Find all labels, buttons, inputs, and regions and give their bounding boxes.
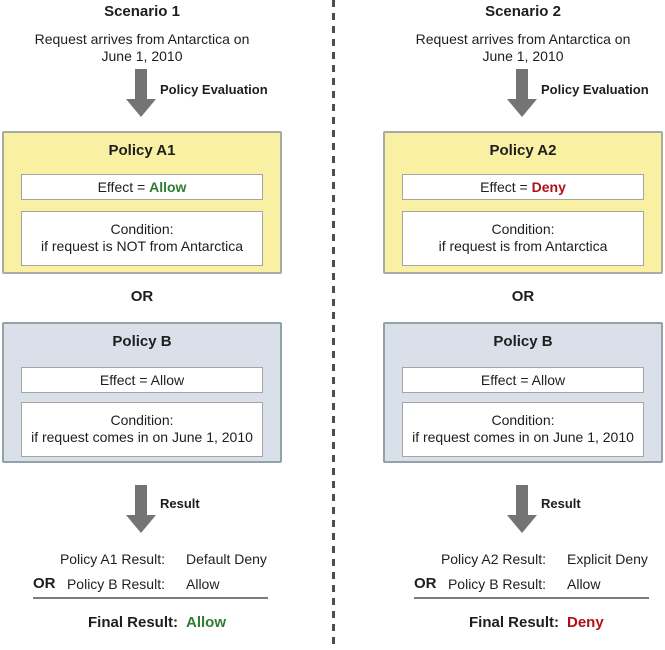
effect-prefix: Effect = — [480, 179, 532, 195]
policy-evaluation-arrow-group: Policy Evaluation — [383, 69, 663, 117]
policy-b-title: Policy B — [493, 333, 553, 350]
scenario-1-column: Scenario 1 Request arrives from Antarcti… — [2, 0, 282, 650]
result-row-value: Allow — [567, 576, 601, 592]
result-row-label: Policy A1 Result: — [59, 551, 165, 567]
policy-b-box: Policy B Effect = Allow Condition: if re… — [383, 322, 663, 463]
policy-b-result-row: OR Policy B Result: Allow — [383, 575, 663, 592]
scenario-title: Scenario 1 — [104, 3, 180, 20]
result-row-label: Policy A2 Result: — [440, 551, 546, 567]
policy-a1-effect-box: Effect = Allow — [21, 174, 263, 200]
condition-line-2: if request is from Antarctica — [438, 238, 608, 254]
final-result-label: Final Result: — [87, 614, 178, 631]
condition-line-1: Condition: — [110, 221, 174, 237]
policy-b-effect-box: Effect = Allow — [21, 367, 263, 393]
down-arrow-icon — [126, 485, 156, 533]
result-label: Result — [541, 496, 581, 511]
final-result-label: Final Result: — [468, 614, 559, 631]
policy-b-effect-box: Effect = Allow — [402, 367, 644, 393]
request-description: Request arrives from Antarctica on June … — [2, 31, 282, 65]
final-result-row: Final Result: Deny — [383, 614, 663, 631]
result-row-value: Explicit Deny — [567, 551, 648, 567]
result-row-value: Allow — [186, 576, 220, 592]
request-line-1: Request arrives from Antarctica on — [415, 31, 631, 47]
or-label: OR — [130, 288, 154, 305]
policy-b-condition-box: Condition: if request comes in on June 1… — [21, 402, 263, 457]
down-arrow-icon — [507, 69, 537, 117]
request-line-2: June 1, 2010 — [482, 48, 564, 64]
policy-b-result-row: OR Policy B Result: Allow — [2, 575, 282, 592]
final-result-value: Allow — [186, 614, 226, 631]
final-result-value: Deny — [567, 614, 604, 631]
condition-line-1: Condition: — [491, 412, 555, 428]
result-label: Result — [160, 496, 200, 511]
request-line-2: June 1, 2010 — [101, 48, 183, 64]
policy-a1-box: Policy A1 Effect = Allow Condition: if r… — [2, 131, 282, 274]
or-label: OR — [414, 575, 437, 592]
result-row-label: Policy B Result: — [447, 576, 546, 592]
policy-b-condition-box: Condition: if request comes in on June 1… — [402, 402, 644, 457]
policy-evaluation-label: Policy Evaluation — [160, 82, 268, 97]
policy-b-title: Policy B — [112, 333, 172, 350]
down-arrow-icon — [126, 69, 156, 117]
result-row-value: Default Deny — [186, 551, 267, 567]
scenario-2-column: Scenario 2 Request arrives from Antarcti… — [383, 0, 663, 650]
policy-a2-effect-box: Effect = Deny — [402, 174, 644, 200]
result-row-label: Policy B Result: — [66, 576, 165, 592]
policy-b-box: Policy B Effect = Allow Condition: if re… — [2, 322, 282, 463]
result-sum-divider — [33, 597, 268, 599]
dashed-separator-line — [332, 0, 335, 650]
result-sum-divider — [414, 597, 649, 599]
condition-line-1: Condition: — [491, 221, 555, 237]
final-result-row: Final Result: Allow — [2, 614, 282, 631]
scenario-title: Scenario 2 — [485, 3, 561, 20]
effect-value: Allow — [149, 179, 187, 195]
policy-evaluation-label: Policy Evaluation — [541, 82, 649, 97]
policy-a2-result-row: Policy A2 Result: Explicit Deny — [383, 550, 663, 567]
request-line-1: Request arrives from Antarctica on — [34, 31, 250, 47]
request-description: Request arrives from Antarctica on June … — [383, 31, 663, 65]
policy-a2-title: Policy A2 — [489, 142, 557, 159]
policy-a2-condition-box: Condition: if request is from Antarctica — [402, 211, 644, 266]
result-arrow-group: Result — [2, 485, 282, 533]
result-arrow-group: Result — [383, 485, 663, 533]
effect-value: Deny — [531, 179, 566, 195]
policy-a1-condition-box: Condition: if request is NOT from Antarc… — [21, 211, 263, 266]
down-arrow-icon — [507, 485, 537, 533]
or-label: OR — [33, 575, 56, 592]
policy-a1-result-row: Policy A1 Result: Default Deny — [2, 550, 282, 567]
or-label: OR — [511, 288, 535, 305]
policy-evaluation-arrow-group: Policy Evaluation — [2, 69, 282, 117]
condition-line-2: if request is NOT from Antarctica — [40, 238, 244, 254]
policy-a1-title: Policy A1 — [108, 142, 176, 159]
condition-line-2: if request comes in on June 1, 2010 — [31, 429, 253, 445]
effect-prefix: Effect = — [97, 179, 150, 195]
condition-line-1: Condition: — [110, 412, 174, 428]
condition-line-2: if request comes in on June 1, 2010 — [412, 429, 634, 445]
policy-a2-box: Policy A2 Effect = Deny Condition: if re… — [383, 131, 663, 274]
